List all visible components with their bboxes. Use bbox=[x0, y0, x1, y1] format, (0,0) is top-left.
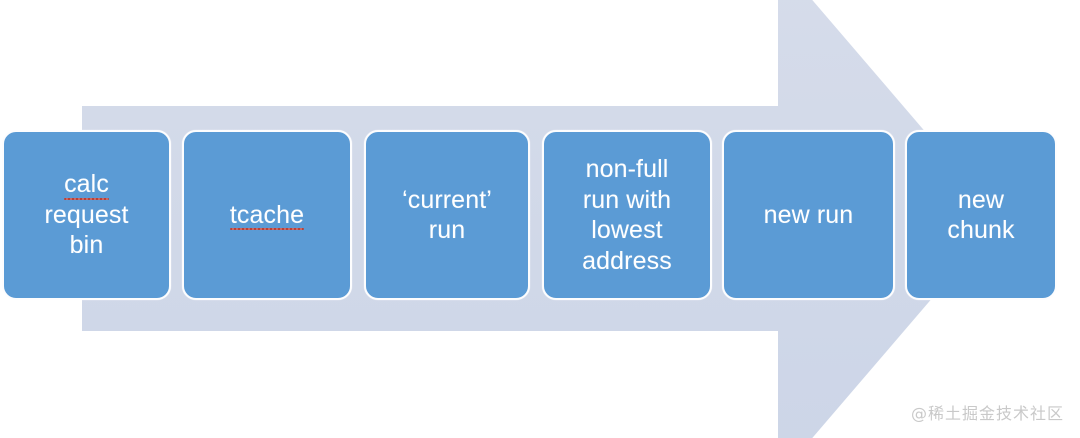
stage-label-new-run: new run bbox=[763, 200, 854, 229]
spellcheck-underline-calc: calc bbox=[64, 170, 109, 200]
stage-label-line2: request bbox=[44, 200, 129, 229]
stage-label-line3: lowest bbox=[591, 216, 663, 244]
stage-box-new-run[interactable]: new run bbox=[722, 130, 895, 300]
stage-label-tcache: tcache bbox=[224, 200, 310, 231]
stage-label-current-run: ‘current’run bbox=[396, 185, 498, 246]
watermark-text: @稀土掘金技术社区 bbox=[910, 404, 1064, 423]
stage-label-line1: ‘current’ bbox=[402, 185, 492, 214]
stage-label-line4: address bbox=[582, 246, 672, 275]
stage-label-line2: run with bbox=[582, 185, 672, 214]
stage-box-tcache[interactable]: tcache bbox=[182, 130, 352, 300]
stage-label-line1: new bbox=[957, 185, 1005, 214]
stage-box-current-run[interactable]: ‘current’run bbox=[364, 130, 530, 300]
stage-label-line1: non-full bbox=[585, 155, 669, 183]
stage-label-line2: chunk bbox=[947, 216, 1015, 244]
spellcheck-underline-tcache: tcache bbox=[229, 200, 305, 230]
arrow-body-and-head bbox=[82, 0, 1000, 438]
stage-label-line3: bin bbox=[69, 231, 104, 260]
stage-label-line2: run bbox=[428, 216, 466, 244]
